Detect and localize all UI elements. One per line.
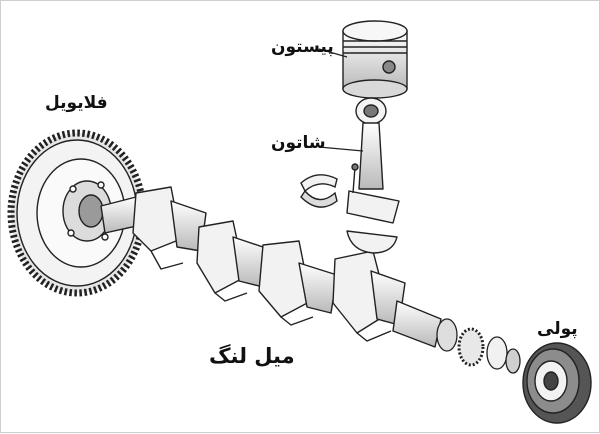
bearing-shell-icon	[300, 174, 338, 208]
label-leaders	[318, 48, 364, 152]
connecting-rod-icon	[346, 97, 400, 254]
label-flywheel: فلایویل	[45, 93, 108, 113]
pulley-icon	[522, 342, 592, 424]
timing-gear-icon	[436, 318, 521, 374]
label-crankshaft: میل لنگ	[209, 344, 295, 368]
flywheel-icon	[7, 129, 147, 297]
label-piston: پیستون	[271, 37, 334, 57]
label-connecting-rod: شاتون	[271, 133, 326, 153]
crankshaft-icon	[100, 186, 442, 348]
label-pulley: پولی	[537, 319, 578, 339]
piston-icon	[342, 20, 408, 99]
